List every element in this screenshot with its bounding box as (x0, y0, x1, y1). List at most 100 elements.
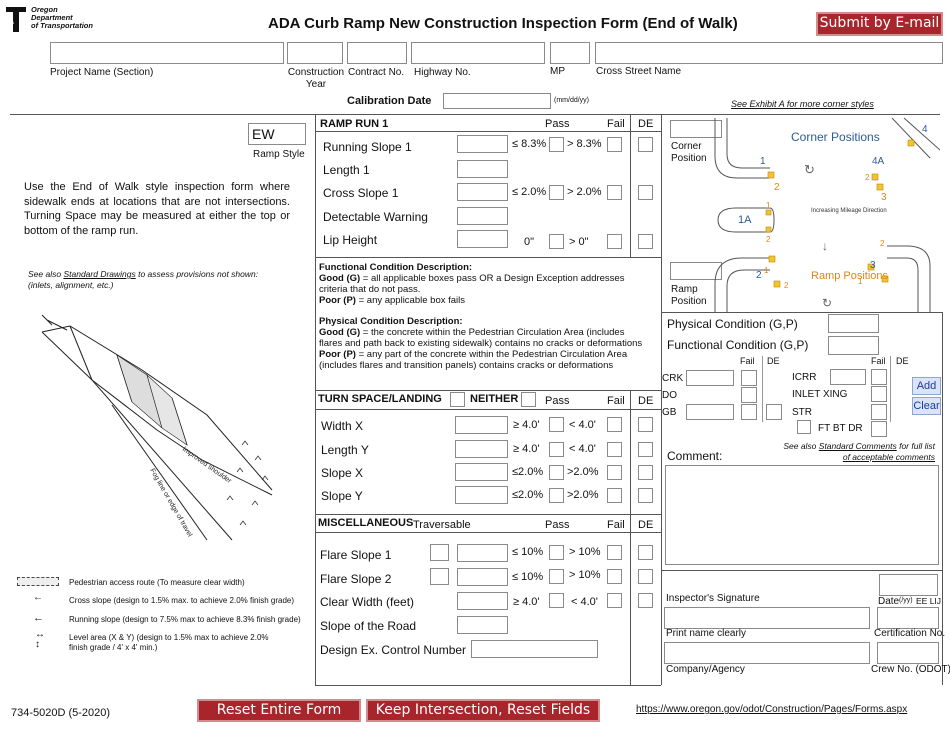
turn-pass-header: Pass (545, 395, 570, 407)
calibration-date-input[interactable] (443, 93, 551, 109)
running-slope-input[interactable] (457, 135, 508, 153)
crew-no-input[interactable] (877, 642, 939, 664)
slope-x-pass-checkbox[interactable] (549, 465, 564, 480)
mp-input[interactable] (550, 42, 590, 64)
standard-drawings-link[interactable]: Standard Drawings (63, 269, 136, 279)
corner-position-input[interactable] (670, 120, 722, 138)
clear-comment-button[interactable]: Clear (912, 397, 941, 415)
crk-input[interactable] (686, 370, 734, 386)
clear-width-pass-checkbox[interactable] (549, 593, 564, 608)
flare-slope-2-fail-checkbox[interactable] (607, 569, 622, 584)
icrr-fail-checkbox[interactable] (871, 369, 887, 385)
ft-bt-dr-fail-checkbox[interactable] (871, 421, 887, 437)
cross-slope-fail-checkbox[interactable] (607, 185, 622, 200)
cross-street-input[interactable] (595, 42, 943, 64)
inlet-xing-fail-checkbox[interactable] (871, 386, 887, 402)
length-y-pass-checkbox[interactable] (549, 442, 564, 457)
reset-entire-form-button[interactable]: Reset Entire Form (197, 699, 361, 722)
detectable-warning-input[interactable] (457, 207, 508, 225)
cross-slope-pass-checkbox[interactable] (549, 185, 564, 200)
crk-fail-checkbox[interactable] (741, 370, 757, 386)
company-agency-label: Company/Agency (666, 664, 745, 675)
gb-input[interactable] (686, 404, 734, 420)
standard-comments-link[interactable]: Standard Comments (818, 441, 897, 451)
str-fail-checkbox[interactable] (871, 404, 887, 420)
flare-slope-1-fail-checkbox[interactable] (607, 545, 622, 560)
length-y-de-checkbox[interactable] (638, 442, 653, 457)
lip-height-pass-checkbox[interactable] (549, 234, 564, 249)
date-input[interactable] (879, 574, 938, 596)
inspector-signature-input[interactable] (664, 607, 870, 629)
slope-x-input[interactable] (455, 463, 508, 481)
length-input[interactable] (457, 160, 508, 178)
flare-slope-1-pass: ≤ 10% (512, 546, 544, 558)
svg-text:Improved shoulder: Improved shoulder (181, 446, 233, 485)
construction-year-label: Construction Year (287, 67, 345, 90)
slope-y-fail: >2.0% (567, 489, 599, 501)
physical-condition-input[interactable] (828, 314, 879, 333)
flare-slope-1-traversable-checkbox[interactable] (430, 544, 449, 561)
neither-checkbox[interactable] (521, 392, 536, 407)
ramp-style-input[interactable]: EW (248, 123, 306, 145)
comment-textarea[interactable] (665, 465, 939, 565)
width-x-pass-checkbox[interactable] (549, 417, 564, 432)
project-name-input[interactable] (50, 42, 284, 64)
certification-input[interactable] (877, 607, 939, 629)
running-slope-fail-checkbox[interactable] (607, 137, 622, 152)
arrow-cross-icon: ↔↕ (35, 629, 45, 650)
exhibit-a-link[interactable]: See Exhibit A for more corner styles (731, 99, 874, 109)
submit-email-button[interactable]: Submit by E-mail (816, 12, 943, 36)
flare-slope-2-traversable-checkbox[interactable] (430, 568, 449, 585)
flare-slope-2-pass-checkbox[interactable] (549, 569, 564, 584)
clear-width-input[interactable] (457, 592, 508, 610)
gb-de-checkbox[interactable] (766, 404, 782, 420)
slope-of-road-input[interactable] (457, 616, 508, 634)
flare-slope-1-pass-checkbox[interactable] (549, 545, 564, 560)
ramp-run-pass-header: Pass (545, 118, 570, 130)
icrr-input[interactable] (830, 369, 866, 385)
cross-slope-de-checkbox[interactable] (638, 185, 653, 200)
ramp-position-input[interactable] (670, 262, 722, 280)
lip-height-input[interactable] (457, 230, 508, 248)
length-y-fail-checkbox[interactable] (607, 442, 622, 457)
keep-intersection-reset-button[interactable]: Keep Intersection, Reset Fields (366, 699, 600, 722)
turn-space-checkbox[interactable] (450, 392, 465, 407)
highway-no-input[interactable] (411, 42, 545, 64)
company-agency-input[interactable] (664, 642, 870, 664)
cross-slope-input[interactable] (457, 183, 508, 201)
slope-y-de-checkbox[interactable] (638, 488, 653, 503)
design-ex-control-input[interactable] (471, 640, 598, 658)
do-fail-checkbox[interactable] (741, 387, 757, 403)
crew-no-label: Crew No. (ODOT) (871, 664, 950, 675)
slope-x-de-checkbox[interactable] (638, 465, 653, 480)
gb-fail-checkbox[interactable] (741, 404, 757, 420)
width-x-fail-checkbox[interactable] (607, 417, 622, 432)
clear-width-de-checkbox[interactable] (638, 593, 653, 608)
construction-year-input[interactable] (287, 42, 343, 64)
flare-slope-2-de-checkbox[interactable] (638, 569, 653, 584)
flare-slope-1-de-checkbox[interactable] (638, 545, 653, 560)
ft-bt-dr-checkbox[interactable] (797, 420, 811, 434)
clear-width-fail-checkbox[interactable] (607, 593, 622, 608)
divider-top (10, 114, 940, 115)
lip-height-de-checkbox[interactable] (638, 234, 653, 249)
flare-slope-1-input[interactable] (457, 544, 508, 562)
slope-y-fail-checkbox[interactable] (607, 488, 622, 503)
mileage-direction: Increasing Mileage Direction (811, 208, 887, 214)
slope-x-fail-checkbox[interactable] (607, 465, 622, 480)
flare-slope-2-input[interactable] (457, 568, 508, 586)
forms-url-link[interactable]: https://www.oregon.gov/odot/Construction… (636, 704, 908, 715)
functional-condition-input[interactable] (828, 336, 879, 355)
instructions-text: Use the End of Walk style inspection for… (24, 181, 290, 237)
contract-no-input[interactable] (347, 42, 407, 64)
length-y-input[interactable] (455, 440, 508, 458)
running-slope-de-checkbox[interactable] (638, 137, 653, 152)
svg-text:↓: ↓ (822, 239, 828, 253)
add-comment-button[interactable]: Add (912, 377, 941, 395)
width-x-input[interactable] (455, 416, 508, 434)
width-x-de-checkbox[interactable] (638, 417, 653, 432)
slope-y-pass-checkbox[interactable] (549, 488, 564, 503)
slope-y-input[interactable] (455, 486, 508, 504)
running-slope-pass-checkbox[interactable] (549, 137, 564, 152)
lip-height-fail-checkbox[interactable] (607, 234, 622, 249)
